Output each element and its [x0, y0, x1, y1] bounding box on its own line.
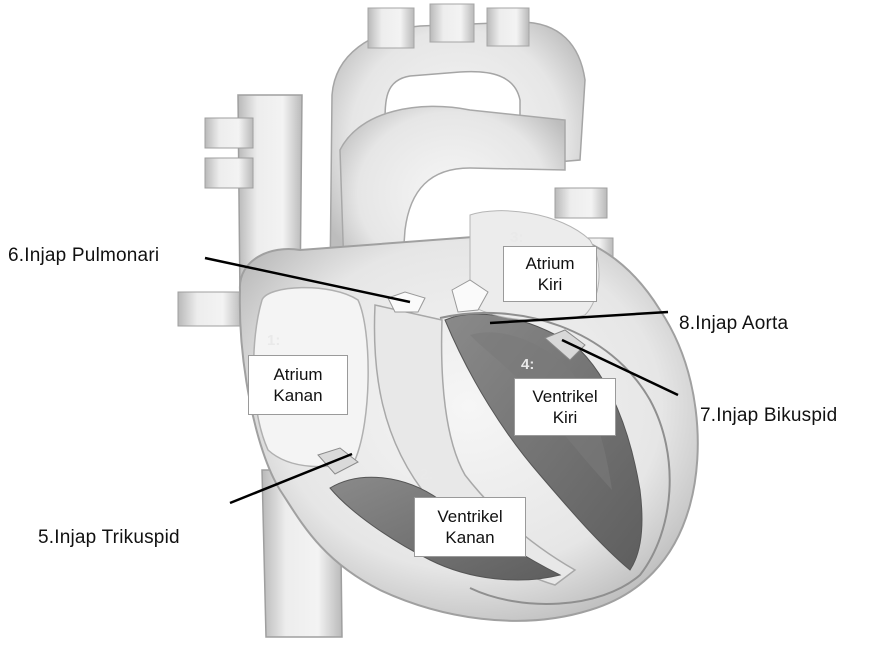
ventrikel-kanan-line1: Ventrikel — [437, 506, 502, 527]
pulmonary-vein-right-2 — [205, 158, 253, 188]
atrium-kanan-box: Atrium Kanan — [248, 355, 348, 415]
chamber-number-1: 1: — [267, 332, 280, 349]
pulmonary-vein-right-3 — [178, 292, 242, 326]
ventrikel-kanan-line2: Kanan — [445, 527, 494, 548]
ventrikel-kiri-box: Ventrikel Kiri — [514, 378, 616, 436]
atrium-kiri-box: Atrium Kiri — [503, 246, 597, 302]
atrium-kanan-line1: Atrium — [273, 364, 322, 385]
pulmonary-vein-right-1 — [205, 118, 253, 148]
ventrikel-kiri-line2: Kiri — [553, 407, 578, 428]
ventrikel-kanan-box: Ventrikel Kanan — [414, 497, 526, 557]
aorta-branch-2 — [430, 4, 474, 42]
aorta-branch-1 — [368, 8, 414, 48]
label-injap-trikuspid: 5.Injap Trikuspid — [38, 527, 180, 549]
ventrikel-kiri-line1: Ventrikel — [532, 386, 597, 407]
atrium-kiri-line2: Kiri — [538, 274, 563, 295]
atrium-kiri-line1: Atrium — [525, 253, 574, 274]
label-injap-aorta: 8.Injap Aorta — [679, 313, 788, 335]
label-injap-bikuspid: 7.Injap Bikuspid — [700, 405, 837, 427]
label-injap-pulmonari: 6.Injap Pulmonari — [8, 245, 159, 267]
pulmonary-vein-left-1 — [555, 188, 607, 218]
atrium-kanan-line2: Kanan — [273, 385, 322, 406]
chamber-number-3: 3: — [510, 229, 523, 246]
chamber-number-2: 2: — [420, 466, 433, 483]
aorta-branch-3 — [487, 8, 529, 46]
chamber-number-4: 4: — [521, 356, 534, 373]
